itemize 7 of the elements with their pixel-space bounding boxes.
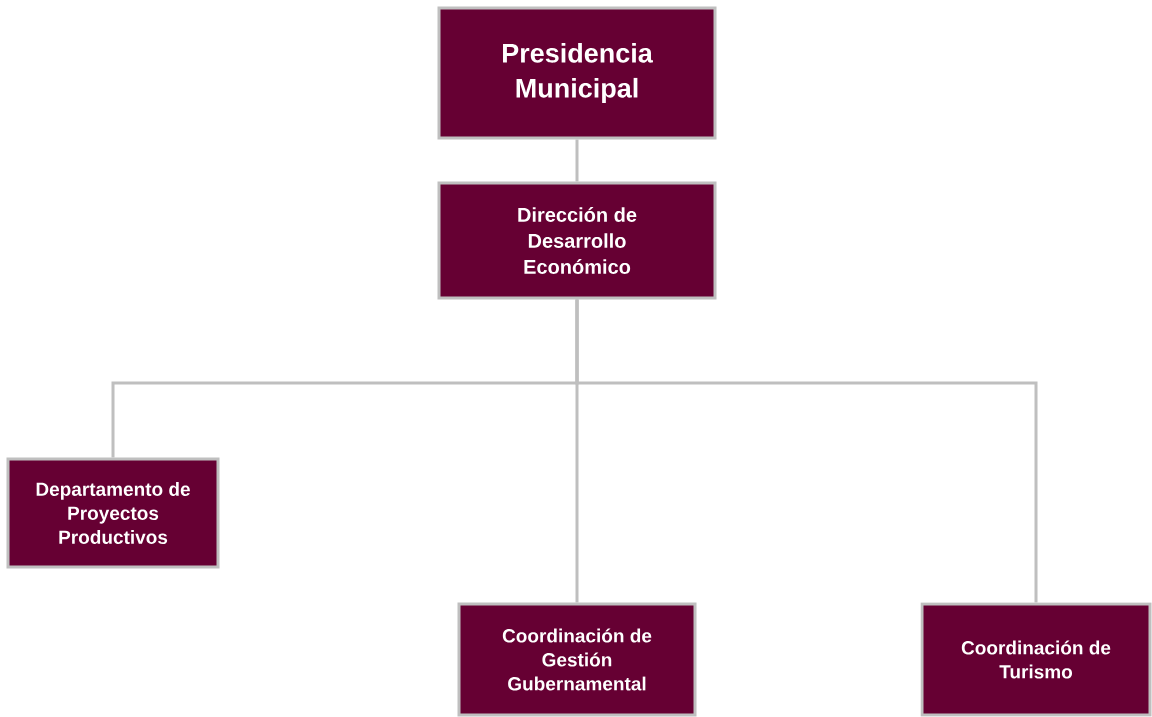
org-box: Coordinación de Turismo [920, 602, 1152, 717]
org-box: Dirección de Desarrollo Económico [437, 181, 717, 300]
org-box: Coordinación de Gestión Gubernamental [457, 602, 697, 717]
org-box: Departamento de Proyectos Productivos [6, 457, 220, 569]
connector-line [575, 139, 579, 182]
org-box: Presidencia Municipal [437, 6, 717, 140]
connector-line [575, 299, 1038, 603]
